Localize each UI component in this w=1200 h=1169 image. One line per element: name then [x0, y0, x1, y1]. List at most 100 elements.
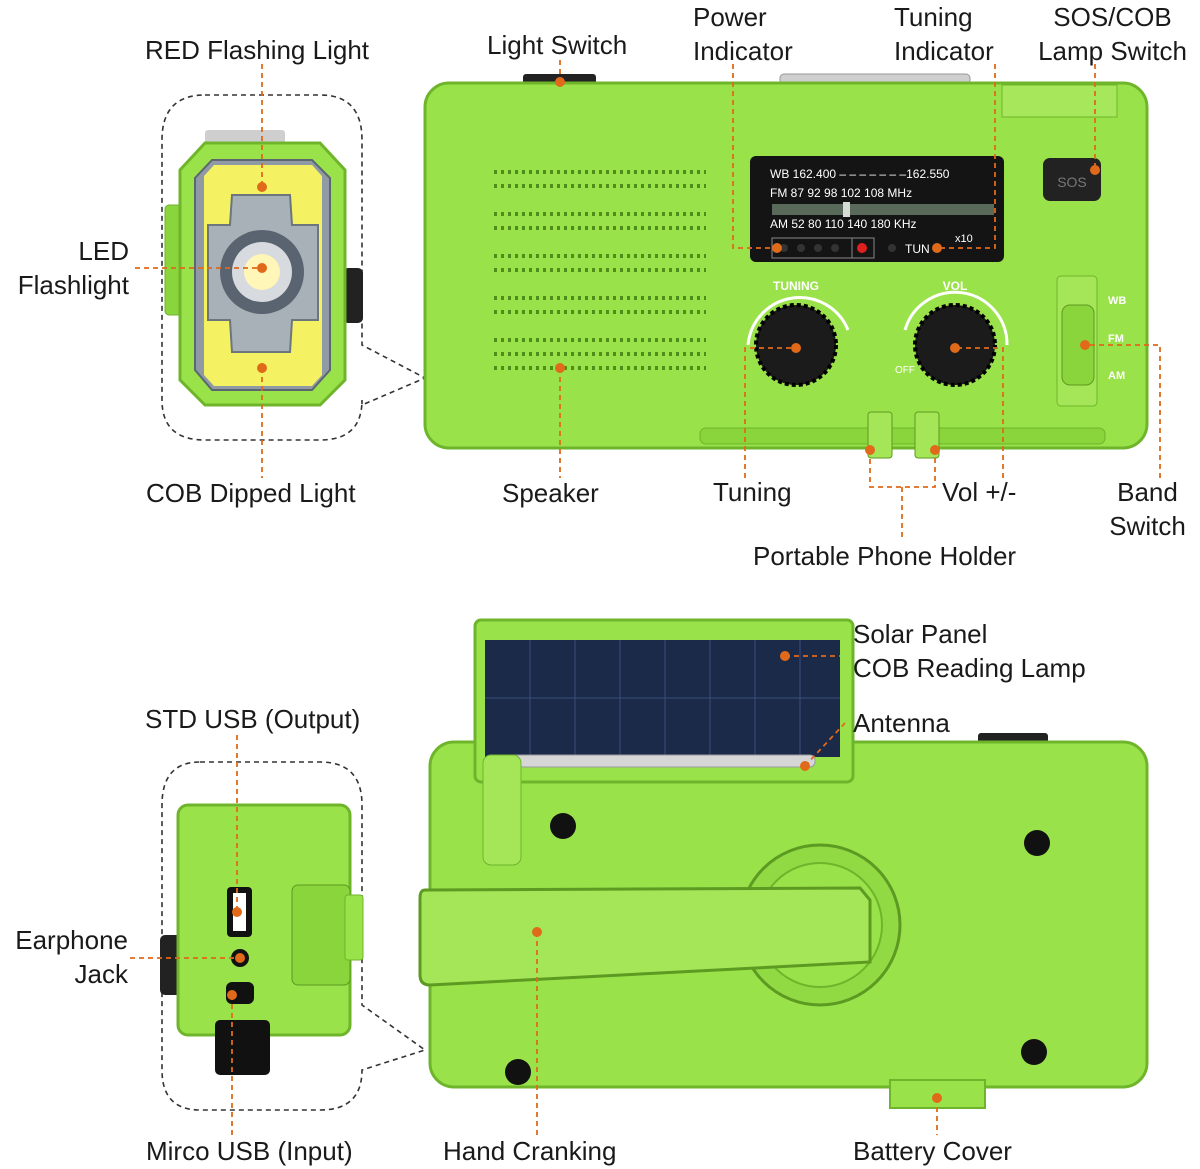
- label-cob-dipped-light: COB Dipped Light: [146, 478, 356, 508]
- label-earphone-line1: Earphone: [15, 925, 128, 955]
- label-solar-line2: COB Reading Lamp: [853, 653, 1086, 683]
- label-tuning: Tuning: [713, 477, 792, 507]
- label-light-switch: Light Switch: [487, 30, 628, 60]
- back-screw-bottom-left: [505, 1059, 531, 1085]
- label-band-switch: Band Switch: [1100, 475, 1195, 543]
- phone-holder-rail: [699, 427, 1106, 445]
- label-band-line1: Band: [1117, 477, 1178, 507]
- label-hand-cranking: Hand Cranking: [443, 1136, 617, 1166]
- speaker-grille: [494, 170, 706, 370]
- radio-back-view: [418, 618, 1149, 1109]
- dot-micro-usb: [227, 990, 237, 1000]
- dot-usb: [232, 907, 242, 917]
- dot-hand-crank: [532, 927, 542, 937]
- dot-tuning-ind: [932, 243, 942, 253]
- label-solar-panel: Solar Panel COB Reading Lamp: [853, 617, 1086, 685]
- band-mark-fm: FM: [1108, 333, 1124, 345]
- label-sos-cob: SOS/COB Lamp Switch: [1030, 0, 1195, 68]
- back-screw-bottom-right: [1021, 1039, 1047, 1065]
- dot-led: [257, 263, 267, 273]
- dot-solar: [780, 651, 790, 661]
- label-tuning-indicator: Tuning Indicator: [894, 0, 994, 68]
- dot-vol: [950, 343, 960, 353]
- dot-power: [772, 243, 782, 253]
- ports-side-panel: [291, 884, 351, 986]
- phone-holder-clip-left: [867, 411, 893, 459]
- radio-front-view: WB 162.400 – – – – – – –162.550 FM 87 92…: [423, 73, 1149, 459]
- solar-cells: [485, 640, 840, 757]
- label-power-line1: Power: [693, 2, 767, 32]
- label-micro-usb: Mirco USB (Input): [146, 1136, 353, 1166]
- label-sos-line1: SOS/COB: [1053, 2, 1172, 32]
- ports-side-bottom-tab: [215, 1020, 270, 1075]
- display-wb-line: WB 162.400 – – – – – – –162.550: [770, 167, 950, 181]
- dot-holder-r: [930, 445, 940, 455]
- dot-tuning: [791, 343, 801, 353]
- label-power-indicator: Power Indicator: [693, 0, 793, 68]
- telescopic-antenna: [494, 754, 816, 768]
- power-led-4: [831, 244, 839, 252]
- vol-knob-label: VOL: [943, 279, 968, 293]
- display-scale-bar: [772, 204, 994, 215]
- display-am-line: AM 52 80 110 140 180 KHz: [770, 217, 917, 231]
- label-sos-line2: Lamp Switch: [1038, 36, 1187, 66]
- band-mark-am: AM: [1108, 370, 1125, 382]
- display-fm-line: FM 87 92 98 102 108 MHz: [770, 186, 912, 200]
- antenna-base: [482, 754, 522, 866]
- label-red-flashing-light: RED Flashing Light: [145, 35, 369, 65]
- label-earphone-jack: Earphone Jack: [2, 923, 128, 991]
- power-led-1: [780, 244, 788, 252]
- red-led-box: [851, 237, 875, 259]
- tuning-arrow-arc: [746, 296, 850, 346]
- display-x10: x10: [955, 233, 973, 245]
- dot-cob: [257, 363, 267, 373]
- display-tun: TUN: [905, 242, 930, 256]
- label-antenna: Antenna: [853, 708, 950, 738]
- tuning-indicator-led: [888, 244, 896, 252]
- tuning-knob-label: TUNING: [773, 279, 819, 293]
- label-led-line2: Flashlight: [17, 270, 129, 300]
- sos-button: [1043, 158, 1101, 201]
- red-led: [857, 243, 867, 253]
- label-tuning-ind-line2: Indicator: [894, 36, 994, 66]
- back-screw-top-right: [1024, 830, 1050, 856]
- flashlight-side-view: [161, 94, 427, 441]
- label-speaker: Speaker: [502, 478, 599, 508]
- label-band-line2: Switch: [1109, 511, 1186, 541]
- label-battery-cover: Battery Cover: [853, 1136, 1012, 1166]
- callout-dots: [227, 77, 1100, 1103]
- display-tuning-pointer: [843, 202, 850, 217]
- leader-lines: [130, 60, 1161, 1135]
- back-screw-top-left: [550, 813, 576, 839]
- label-vol: Vol +/-: [942, 477, 1017, 507]
- sos-button-label: SOS: [1057, 174, 1087, 190]
- dot-holder-l: [865, 445, 875, 455]
- dot-battery: [932, 1093, 942, 1103]
- band-mark-wb: WB: [1108, 295, 1126, 307]
- dot-sos: [1090, 165, 1100, 175]
- vol-arrow-arc: [903, 290, 1009, 346]
- label-led-flashlight: LED Flashlight: [4, 234, 129, 302]
- dot-earphone: [235, 953, 245, 963]
- dot-light-switch: [555, 77, 565, 87]
- label-phone-holder: Portable Phone Holder: [753, 541, 1017, 571]
- flashlight-knob-right: [343, 268, 363, 323]
- radio-front-body: [423, 81, 1149, 450]
- top-lid: [1001, 84, 1118, 118]
- dot-speaker: [555, 363, 565, 373]
- dot-antenna: [800, 761, 810, 771]
- label-power-line2: Indicator: [693, 36, 793, 66]
- ports-side-fold: [344, 894, 364, 961]
- hand-crank-arm: [418, 886, 872, 987]
- power-led-3: [814, 244, 822, 252]
- dot-band: [1080, 340, 1090, 350]
- label-std-usb: STD USB (Output): [145, 704, 361, 734]
- vol-off-label: OFF: [895, 365, 915, 376]
- flashlight-callout-outline: [161, 94, 427, 441]
- label-solar-line1: Solar Panel: [853, 619, 988, 649]
- ports-callout-outline: [161, 761, 427, 1111]
- dot-red-flashing: [257, 182, 267, 192]
- label-earphone-line2: Jack: [74, 959, 128, 989]
- ports-side-view: [160, 761, 427, 1111]
